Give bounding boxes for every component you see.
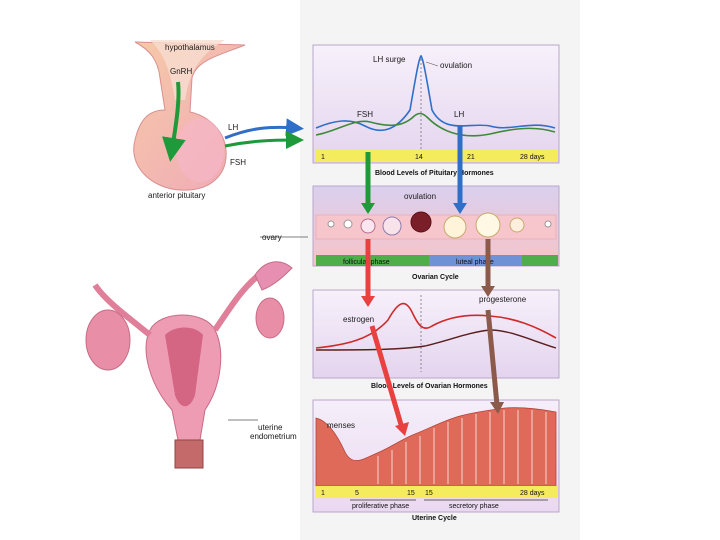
tick-day-14: 14 [415,154,423,161]
anterior-lobe-shape [176,118,224,182]
gnrh-label: GnRH [170,67,192,76]
fsh-anatomy-label: FSH [230,158,246,167]
lh-anatomy-label: LH [228,123,238,132]
corpus-luteum-2 [476,213,500,237]
uterine-tick-15b: 15 [425,490,433,497]
uterus-anatomy: ovary uterine endometrium [86,233,308,468]
follicle-5 [545,221,551,227]
corpus-albicans [510,218,524,232]
pituitary-anatomy: hypothalamus GnRH LH FSH anterior pituit… [134,40,295,200]
ovarian-caption: Ovarian Cycle [412,274,459,281]
anterior-pituitary-label: anterior pituitary [148,191,205,200]
endometrium-label: endometrium [250,432,297,441]
uterine-tick-5: 5 [355,490,359,497]
lh-surge-label: LH surge [373,55,406,64]
follicle-1 [328,221,334,227]
uterine-tick-1: 1 [321,490,325,497]
tick-day-28: 28 days [520,154,545,161]
secretory-phase-label: secretory phase [449,503,499,510]
pituitary-panel-bg [313,45,559,163]
cervix-shape [175,440,203,468]
proliferative-phase-label: proliferative phase [352,503,409,510]
fimbriae [255,262,292,290]
ovary-label: ovary [262,233,282,242]
menses-label: menses [327,421,355,430]
fsh-arrow [225,140,295,146]
uterine-label: uterine [258,423,283,432]
fsh-curve-label: FSH [357,110,373,119]
next-follicular-bar [522,255,558,266]
lh-curve-label: LH [454,110,464,119]
pituitary-hormones-panel: 1 7 14 21 28 days LH surge ovulation FSH… [313,45,559,177]
follicle-2 [344,220,352,228]
pituitary-caption: Blood Levels of Pituitary Hormones [375,170,494,177]
right-ovary [256,298,284,338]
ovarian-hormones-panel: estrogen progesterone Blood Levels of Ov… [313,290,559,390]
tick-day-21: 21 [467,154,475,161]
left-ovary [86,310,130,370]
corpus-luteum-1 [444,216,466,238]
hypothalamus-label: hypothalamus [165,43,215,52]
ovulation-label-top: ovulation [440,61,472,70]
progesterone-label: progesterone [479,295,527,304]
ovulating-follicle [411,212,431,232]
follicle-3 [361,219,375,233]
estrogen-label: estrogen [343,315,374,324]
uterine-tick-28: 28 days [520,490,545,497]
ovulation-label-ovary: ovulation [404,192,436,201]
tick-day-1: 1 [321,154,325,161]
uterine-tick-15a: 15 [407,490,415,497]
follicle-4 [383,217,401,235]
uterine-cycle-panel: menses 1 5 15 15 28 days proliferative p… [313,400,559,522]
uterine-caption: Uterine Cycle [412,515,457,522]
